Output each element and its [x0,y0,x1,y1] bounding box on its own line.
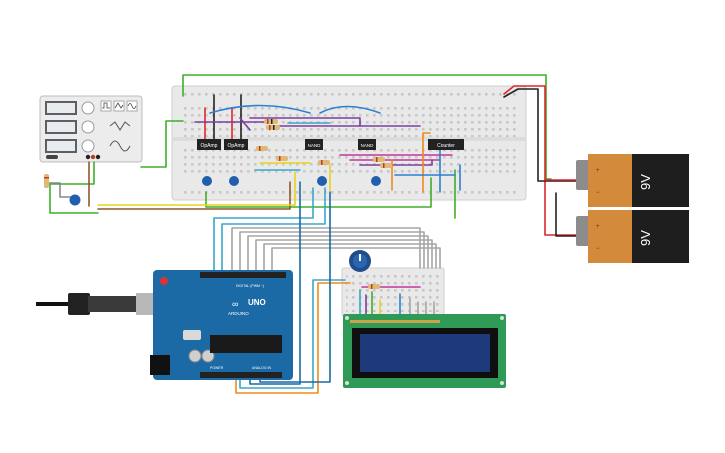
battery-2[interactable]: + − 9V [576,210,689,263]
wires [47,74,581,394]
function-generator[interactable] [39,95,143,163]
capacitor[interactable] [229,176,239,186]
digital-header[interactable] [200,272,286,278]
power-label: POWER [210,366,224,370]
battery-1[interactable]: + − 9V [576,154,689,207]
fg-power-switch[interactable] [46,155,58,159]
digital-label: DIGITAL (PWM ~) [236,284,264,288]
resistor[interactable] [264,119,278,124]
capacitor[interactable] [69,194,81,206]
potentiometer[interactable] [349,250,371,272]
resistor[interactable] [373,157,385,162]
nand-chip-2[interactable]: NAND [358,139,376,150]
breadboard-small[interactable] [341,267,445,317]
capacitor[interactable] [371,176,381,186]
capacitor[interactable] [317,176,327,186]
battery-label: 9V [638,230,653,246]
svg-text:−: − [596,246,600,252]
resistor[interactable] [266,125,280,130]
ic-chips[interactable]: OpAmp OpAmp NAND NAND Counter [197,139,464,150]
usb-cable[interactable] [36,293,160,315]
opamp-chip-2[interactable]: OpAmp [224,139,248,150]
svg-text:+: + [596,224,600,230]
resistor[interactable] [368,284,380,289]
arduino-model: UNO [248,298,266,307]
fg-knob-3[interactable] [81,139,95,153]
chip-label: OpAmp [228,143,245,149]
microcontroller-chip [210,335,282,353]
fg-knob-2[interactable] [81,120,95,134]
resistor[interactable] [318,160,330,165]
battery-label: 9V [638,174,653,190]
lcd-screen [360,334,490,372]
power-analog-header[interactable] [200,372,282,378]
power-jack [150,355,170,375]
triangle-wave-button[interactable] [113,100,125,112]
triangle-wave-icon [109,121,131,131]
breadboard-main[interactable] [171,85,527,201]
capacitor[interactable] [202,176,212,186]
chip-label: NAND [361,143,375,148]
counter-chip[interactable]: Counter [428,139,464,150]
resistor[interactable] [44,174,49,188]
opamp-chip-1[interactable]: OpAmp [197,139,221,150]
arduino-uno[interactable]: ∞ ARDUINO UNO DIGITAL (PWM ~) POWER ANAL… [150,270,293,380]
chip-label: NAND [308,143,322,148]
arduino-logo-icon: ∞ [232,299,238,309]
chip-label: Counter [437,143,455,149]
fg-knob-1[interactable] [81,101,95,115]
arduino-brand: ARDUINO [228,311,249,316]
resistor[interactable] [256,146,268,151]
chip-label: OpAmp [201,143,218,149]
nand-chip-1[interactable]: NAND [305,139,323,150]
resistor[interactable] [276,156,288,161]
lcd-pin-header[interactable] [350,320,440,323]
resistor[interactable] [380,163,392,168]
svg-text:+: + [596,168,600,174]
lcd-16x2[interactable] [343,314,506,388]
square-wave-icon[interactable] [100,100,112,112]
svg-text:−: − [596,190,600,196]
analog-label: ANALOG IN [252,366,272,370]
resistors[interactable] [44,119,392,289]
capacitors[interactable] [69,176,382,206]
sine-wave-icon [109,140,131,152]
